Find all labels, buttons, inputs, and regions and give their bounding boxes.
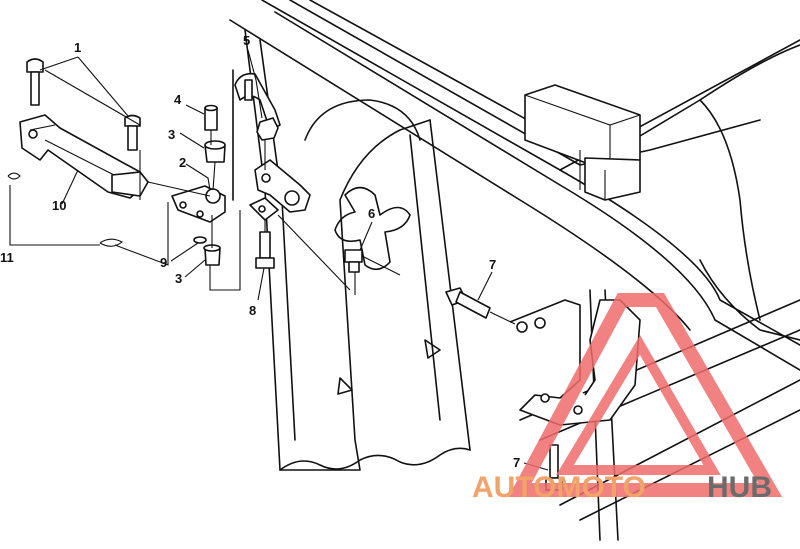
bracket-hole-4: [573, 405, 583, 415]
spacer-4: [204, 104, 218, 131]
pin-left: [26, 58, 44, 106]
bracket-hole-1: [516, 321, 528, 333]
bushing-3-upper: [204, 140, 226, 163]
bar-hole-left: [28, 129, 38, 139]
callout-4: 4: [174, 92, 182, 107]
callout-8: 8: [249, 303, 256, 318]
callout-7-lower: 7: [513, 455, 520, 470]
bolt-7-upper: [445, 287, 491, 319]
cotter-pin-lower: [99, 238, 124, 247]
watermark-text: AUTOMOTO HUB: [472, 471, 772, 504]
bracket-hole-3: [540, 393, 550, 403]
callout-3-upper: 3: [168, 127, 175, 142]
cotter-pin-upper: [7, 172, 21, 180]
watermark-text-automoto: AUTOMOTO: [472, 471, 646, 504]
callout-1: 1: [74, 40, 81, 55]
callout-9: 9: [160, 255, 167, 270]
bolt-6: [344, 249, 363, 273]
linkage-bar: [19, 114, 149, 199]
callout-6: 6: [368, 206, 375, 221]
assembly-lines: [9, 69, 516, 325]
plate-hole-3: [196, 210, 204, 218]
callout-labels: 1 2 3 3 4 5 6 7 7 8 9 10 11: [0, 33, 520, 470]
washer-9: [193, 236, 207, 244]
callout-10: 10: [52, 198, 66, 213]
callout-2: 2: [179, 155, 186, 170]
plate-hole-1: [179, 201, 187, 209]
link-plate: [171, 185, 226, 223]
callout-3-lower: 3: [175, 271, 182, 286]
callout-7-upper: 7: [489, 257, 496, 272]
bracket-hole-2: [534, 317, 546, 329]
mount-bracket: [509, 299, 641, 426]
callout-11: 11: [0, 250, 14, 265]
watermark-text-hub: HUB: [707, 471, 772, 504]
link-arm: [234, 72, 311, 221]
bolt-8: [255, 231, 275, 269]
callout-5: 5: [243, 33, 250, 48]
nut-5: [256, 117, 279, 141]
watermark-logo: [508, 293, 783, 497]
